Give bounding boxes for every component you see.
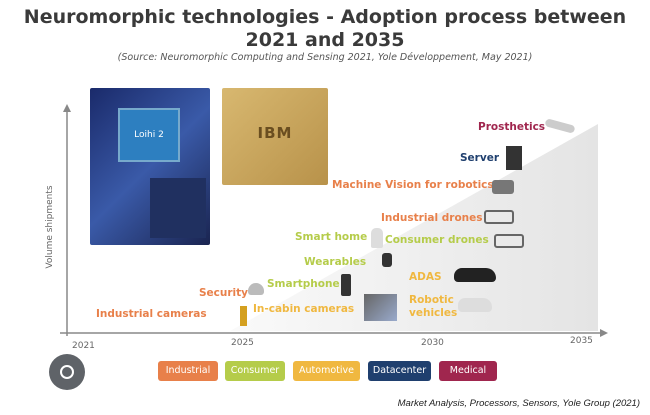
loihi-chip-image: Loihi 2: [90, 88, 210, 245]
app-label: Smart home: [295, 231, 368, 243]
app-label: Industrial cameras: [96, 308, 207, 320]
app-label: Smartphone: [267, 278, 340, 290]
chart-title: Neuromorphic technologies - Adoption pro…: [23, 6, 627, 51]
ibm-chip-image: IBM: [222, 88, 328, 185]
app-label: Robotic vehicles: [409, 294, 458, 319]
lens-icon: [60, 365, 74, 379]
robot-arm-icon: [240, 306, 247, 326]
drone-icon: [494, 234, 524, 248]
x-tick: 2025: [231, 338, 254, 348]
lens-search-button[interactable]: [49, 354, 85, 390]
app-label: Machine Vision for robotics: [332, 179, 494, 191]
robot-icon: [492, 180, 514, 194]
robotic-car-icon: [458, 298, 492, 312]
app-label: Server: [460, 152, 500, 164]
smartphone-icon: [341, 274, 351, 296]
app-label: Consumer drones: [385, 234, 489, 246]
legend-industrial: Industrial: [158, 361, 218, 381]
chart-subtitle: (Source: Neuromorphic Computing and Sens…: [117, 52, 533, 63]
legend-medical: Medical: [439, 361, 497, 381]
footer-source: Market Analysis, Processors, Sensors, Yo…: [397, 398, 640, 409]
x-tick: 2035: [570, 336, 593, 346]
app-label: In-cabin cameras: [253, 303, 355, 315]
x-tick: 2021: [72, 341, 95, 351]
x-axis-arrow: [600, 329, 608, 337]
x-tick: 2030: [421, 338, 444, 348]
security-camera-icon: [248, 283, 264, 295]
in-cabin-camera-image: [364, 294, 397, 321]
app-label: ADAS: [409, 271, 442, 283]
legend-consumer: Consumer: [225, 361, 285, 381]
app-label: Industrial drones: [381, 212, 483, 224]
legend-datacenter: Datacenter: [368, 361, 431, 381]
drone-icon: [484, 210, 514, 224]
y-axis-arrow: [63, 104, 71, 112]
legend-automotive: Automotive: [293, 361, 360, 381]
watch-icon: [382, 253, 392, 267]
server-icon: [506, 146, 522, 170]
car-icon: [454, 268, 496, 282]
adoption-area: [230, 124, 598, 331]
app-label: Prosthetics: [478, 121, 546, 133]
app-label: Wearables: [304, 256, 367, 268]
app-label: Security: [199, 287, 249, 299]
smart-speaker-icon: [371, 228, 383, 248]
y-axis-label: Volume shipments: [45, 185, 55, 269]
